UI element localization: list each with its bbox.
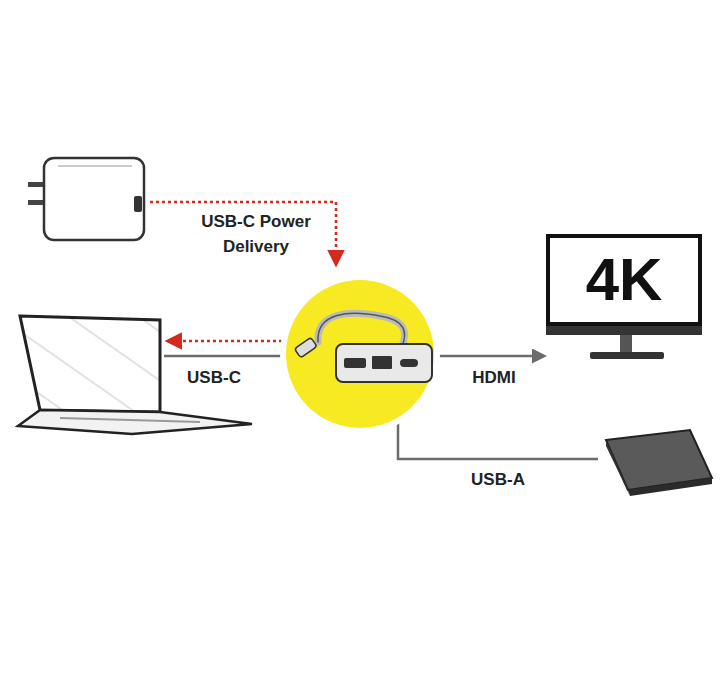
power-line <box>168 340 288 343</box>
hdmi-line <box>432 355 544 358</box>
hard-drive <box>606 430 712 496</box>
monitor <box>546 326 702 359</box>
usb-c-line <box>164 355 284 358</box>
monitor-screen: 4K <box>546 234 702 326</box>
power-line <box>150 202 336 264</box>
connection-label: USB-C <box>169 366 259 391</box>
usb-a-line <box>398 420 598 459</box>
connection-label: HDMI <box>449 366 539 391</box>
connection-label: USB-C Power Delivery <box>190 210 322 259</box>
adapter-badge <box>280 274 440 434</box>
connection-label: USB-A <box>453 468 543 493</box>
resolution-text: 4K <box>586 250 663 310</box>
charger <box>28 158 144 240</box>
